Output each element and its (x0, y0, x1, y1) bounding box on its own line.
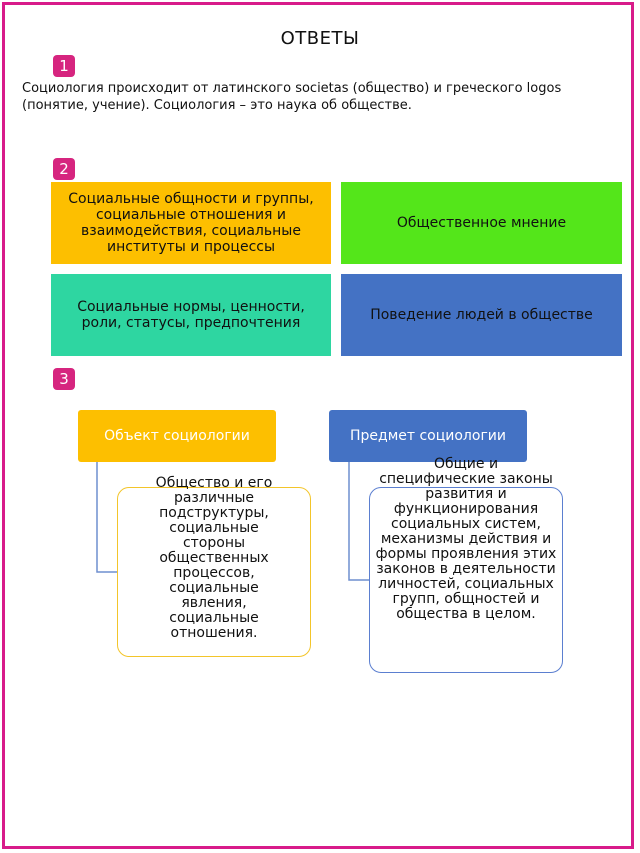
section-badge-3: 3 (53, 368, 75, 390)
object-header: Объект социологии (78, 410, 276, 462)
object-card: Общество и его различные подструктуры, с… (117, 476, 311, 657)
answer-text: Социальные нормы, ценности, роли, статус… (77, 299, 305, 331)
object-description: Общество и его различные подструктуры, с… (155, 475, 273, 641)
subject-header: Предмет социологии (329, 410, 527, 462)
answer-box-behavior: Поведение людей в обществе (341, 274, 622, 356)
subject-description: Общие и специфические законы развития и … (375, 456, 557, 622)
section-badge-2: 2 (53, 158, 75, 180)
answer-text: Социальные общности и группы, социальные… (68, 191, 314, 255)
answer-text: Общественное мнение (396, 215, 567, 231)
answer-box-norms: Социальные нормы, ценности, роли, статус… (51, 274, 331, 356)
answer-box-public-opinion: Общественное мнение (341, 182, 622, 264)
subject-card: Общие и специфические законы развития и … (369, 457, 563, 673)
page-title: ОТВЕТЫ (280, 28, 360, 49)
section-badge-1: 1 (53, 55, 75, 77)
answer-box-communities: Социальные общности и группы, социальные… (51, 182, 331, 264)
intro-text: Социология происходит от латинского soci… (22, 81, 562, 113)
answer-text: Поведение людей в обществе (370, 307, 593, 323)
